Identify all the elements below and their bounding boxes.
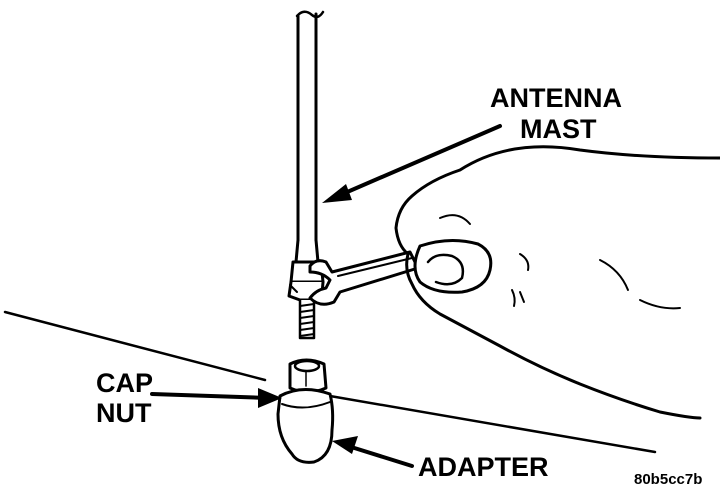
cap-nut-arrow	[150, 392, 270, 400]
cap-label-line2: NUT	[96, 398, 152, 428]
adapter-assembly	[276, 358, 335, 464]
cap-label-line1: CAP	[96, 368, 153, 398]
antenna-label-line1: ANTENNA	[490, 83, 622, 113]
antenna-mast	[287, 10, 325, 340]
adapter	[276, 388, 335, 464]
wrench	[308, 250, 420, 306]
figure-code: 80b5cc7b	[634, 471, 702, 488]
adapter-arrow	[346, 444, 414, 468]
leader-arrows	[150, 124, 502, 468]
fender-line-right	[328, 394, 657, 454]
adapter-label: ADAPTER	[418, 452, 549, 482]
antenna-label-line2: MAST	[520, 114, 597, 144]
fender-line	[3, 310, 267, 382]
hand	[394, 145, 720, 420]
antenna-mast-arrow	[336, 124, 502, 198]
